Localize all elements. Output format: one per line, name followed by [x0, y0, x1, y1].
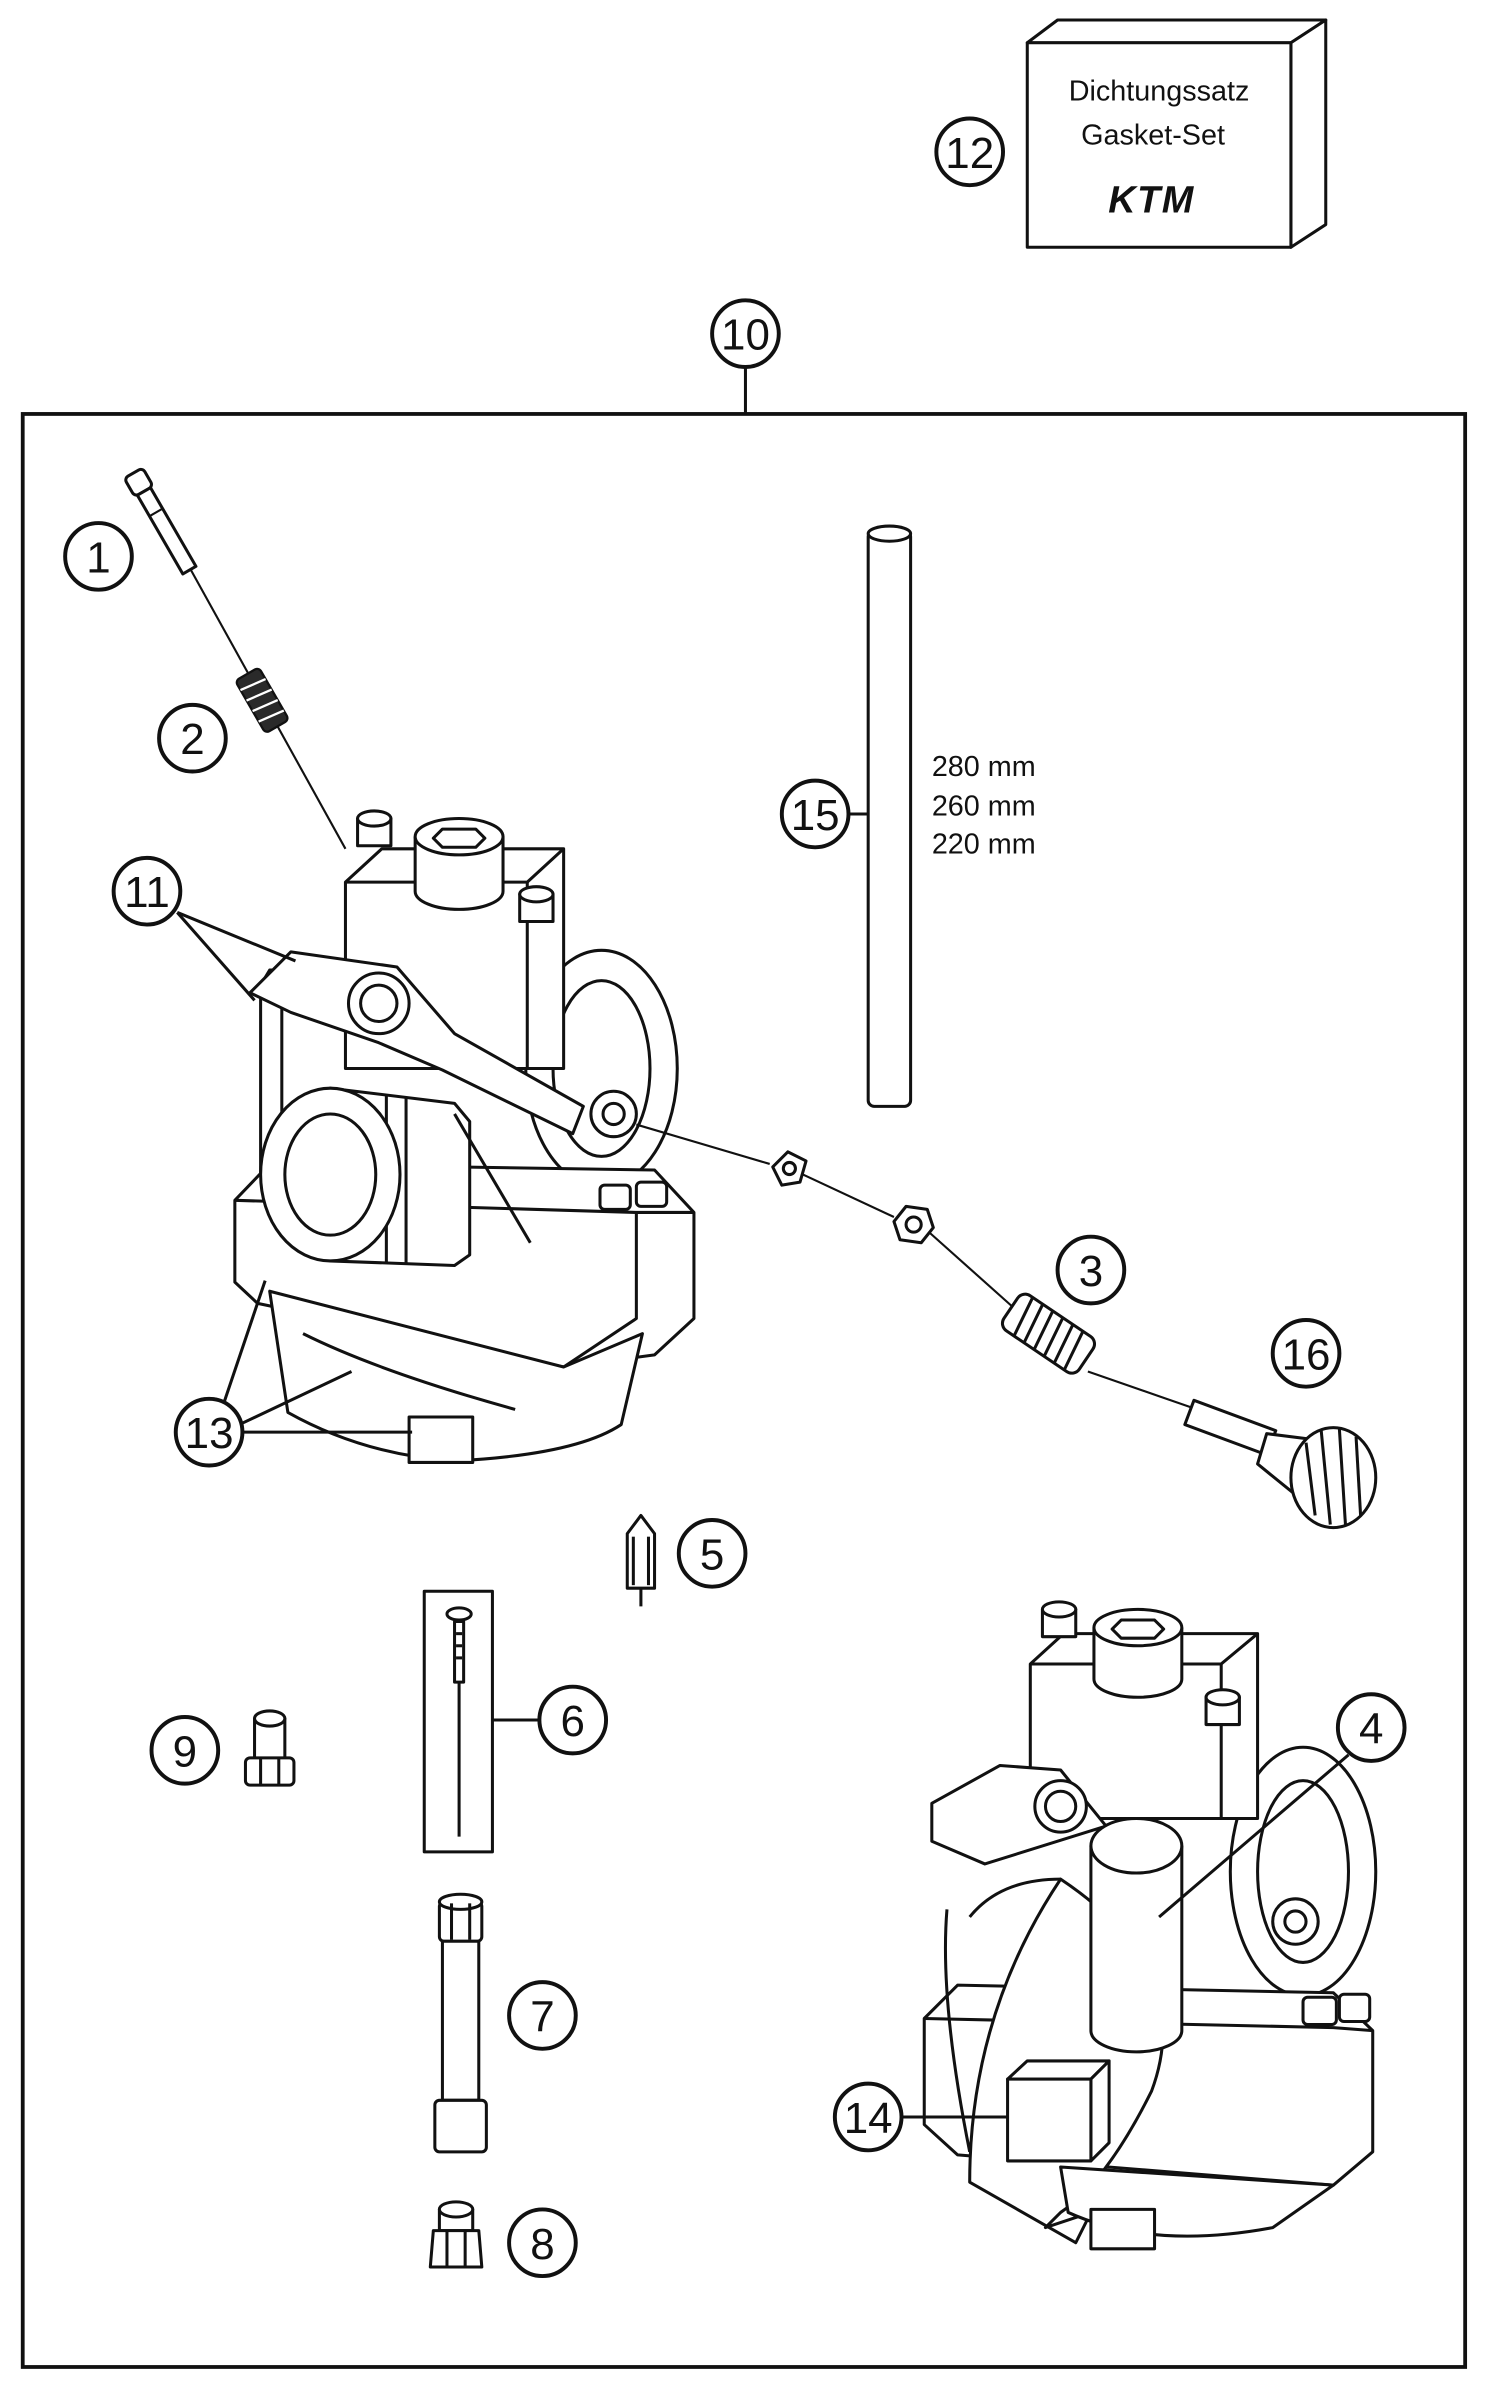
callout-15: 15: [779, 778, 851, 850]
cable-adjuster: [124, 467, 198, 576]
main-jet: [428, 2200, 484, 2269]
svg-text:11: 11: [124, 868, 170, 917]
callout-10: 10: [710, 298, 781, 369]
float-chamber-block: [1006, 2059, 1111, 2163]
tube-length-2: 260 mm: [932, 790, 1036, 822]
svg-text:13: 13: [185, 1409, 234, 1458]
svg-text:16: 16: [1282, 1330, 1331, 1379]
gasket-kit-label-en: Gasket-Set: [1081, 119, 1225, 151]
callout-6: 6: [537, 1684, 609, 1756]
leader-line-13a: [222, 1280, 267, 1403]
callout-5: 5: [676, 1518, 748, 1589]
gasket-kit-label-de: Dichtungssatz: [1069, 75, 1250, 107]
leader-line-13b: [238, 1370, 353, 1426]
svg-text:4: 4: [1359, 1705, 1383, 1754]
callout-11: 11: [111, 855, 183, 927]
svg-text:8: 8: [530, 2220, 554, 2269]
leader-line-11a: [176, 911, 256, 1002]
cable-spring: [235, 667, 289, 733]
svg-text:3: 3: [1079, 1247, 1103, 1296]
svg-text:14: 14: [844, 2094, 893, 2143]
tube-length-1: 280 mm: [932, 751, 1036, 783]
throttle-tube: [866, 524, 913, 1108]
carburetor-assembled: [922, 1600, 1378, 2251]
nut: [892, 1204, 935, 1245]
svg-text:7: 7: [530, 1992, 554, 2041]
svg-text:5: 5: [700, 1530, 724, 1579]
idle-screw-axis: [636, 1123, 770, 1165]
callout-12: 12: [934, 116, 1005, 188]
needle-jet: [433, 1892, 488, 2154]
svg-text:1: 1: [86, 533, 110, 582]
callout-14: 14: [832, 2081, 904, 2153]
callout-13: 13: [173, 1396, 245, 1468]
leader-line-4: [1158, 1753, 1350, 1919]
svg-text:12: 12: [945, 129, 994, 178]
float-needle-valve: [625, 1513, 657, 1607]
idle-adjusting-screw: [1087, 1370, 1378, 1530]
callout-1: 1: [63, 521, 134, 592]
svg-text:6: 6: [561, 1697, 585, 1746]
washer: [771, 1150, 808, 1187]
callout-2: 2: [157, 702, 228, 774]
svg-text:10: 10: [721, 311, 770, 360]
idle-screw-spring: [1000, 1292, 1097, 1375]
carburetor-body: [233, 809, 696, 1464]
leader-line-11b: [176, 911, 297, 963]
tube-length-3: 220 mm: [932, 828, 1036, 860]
callout-4: 4: [1335, 1692, 1407, 1763]
svg-text:15: 15: [791, 791, 840, 840]
callout-9: 9: [149, 1715, 221, 1786]
callout-16: 16: [1270, 1318, 1342, 1389]
callout-8: 8: [507, 2207, 578, 2279]
svg-text:2: 2: [180, 715, 204, 764]
pilot-jet: [243, 1709, 296, 1787]
gasket-kit-box: Dichtungssatz Gasket-Set KTM: [1025, 18, 1328, 249]
jet-needle: [422, 1589, 494, 1854]
callout-3: 3: [1055, 1234, 1127, 1306]
svg-text:9: 9: [173, 1727, 197, 1776]
ktm-logo: KTM: [1108, 179, 1195, 221]
callout-7: 7: [507, 1980, 578, 2051]
